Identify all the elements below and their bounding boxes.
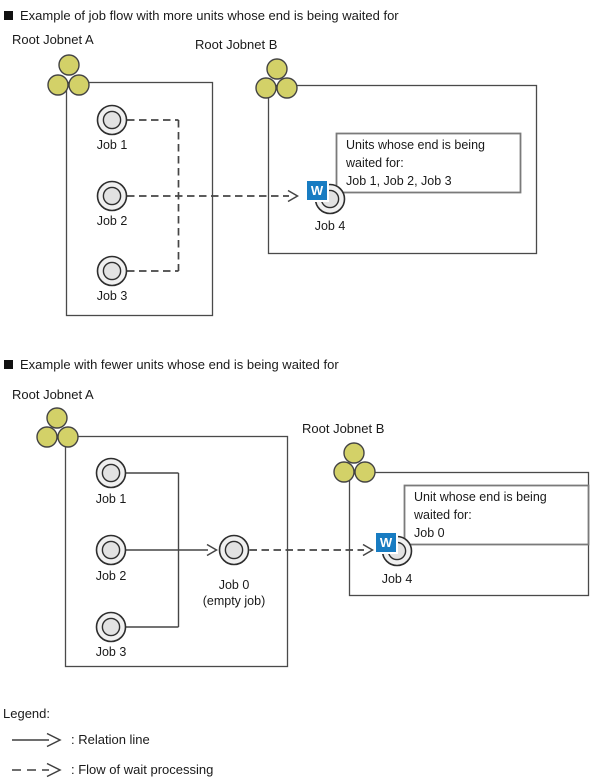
- job-label: Job 3: [95, 645, 127, 659]
- legend-title: Legend:: [3, 706, 50, 721]
- section-title-text: Example of job flow with more units whos…: [20, 8, 399, 23]
- wait-badge: W: [376, 533, 396, 552]
- job-sublabel: (empty job): [202, 594, 266, 608]
- job-icon-job0-2: [218, 534, 250, 566]
- job-icon-job2-2: [95, 534, 127, 566]
- jobnet-a-label-2: Root Jobnet A: [12, 387, 94, 402]
- job-label: Job 0: [218, 578, 250, 592]
- jobnet-icon-b1: [255, 58, 298, 99]
- arrowhead-icon: [46, 732, 62, 748]
- job-icon-job1-1: [96, 104, 128, 136]
- job-label: Job 1: [95, 492, 127, 506]
- note-line: Job 0: [414, 526, 445, 540]
- note-box-1: [335, 132, 522, 194]
- jobnet-a-box-1: [65, 81, 214, 317]
- note-line: Job 1, Job 2, Job 3: [346, 174, 452, 188]
- job-label: Job 2: [96, 214, 128, 228]
- arrowhead-icon: [206, 543, 218, 557]
- arrowhead-icon: [46, 762, 62, 778]
- legend-item-label: : Relation line: [71, 732, 150, 747]
- legend-item-label: : Flow of wait processing: [71, 762, 214, 777]
- jobnet-b-label-2: Root Jobnet B: [302, 421, 385, 436]
- wait-flow-line: [127, 119, 289, 272]
- jobnet-icon-b2: [333, 442, 376, 483]
- note-text-1: Units whose end is being waited for: Job…: [346, 136, 504, 190]
- note-line: Units whose end is being waited for:: [346, 138, 485, 170]
- section-bullet-icon: [4, 11, 13, 20]
- job-label: Job 4: [381, 572, 413, 586]
- job-icon-job2-1: [96, 180, 128, 212]
- arrowhead-icon: [362, 543, 374, 557]
- section-title-text: Example with fewer units whose end is be…: [20, 357, 339, 372]
- jobnet-icon-a2: [36, 407, 79, 448]
- job-label: Job 1: [96, 138, 128, 152]
- jobnet-a-label-1: Root Jobnet A: [12, 32, 94, 47]
- section-2-title: Example with fewer units whose end is be…: [4, 357, 339, 372]
- wait-badge: W: [307, 181, 327, 200]
- relation-line: [126, 472, 208, 628]
- jobnet-icon-a1: [47, 54, 90, 96]
- note-box-2: [403, 484, 590, 546]
- job-icon-job3-2: [95, 611, 127, 643]
- jobnet-b-label-1: Root Jobnet B: [195, 37, 278, 52]
- job-icon-job3-1: [96, 255, 128, 287]
- note-line: Unit whose end is being waited for:: [414, 490, 547, 522]
- section-bullet-icon: [4, 360, 13, 369]
- section-1-title: Example of job flow with more units whos…: [4, 8, 399, 23]
- arrowhead-icon: [287, 189, 299, 203]
- job-label: Job 3: [96, 289, 128, 303]
- note-text-2: Unit whose end is being waited for: Job …: [414, 488, 572, 542]
- job-icon-job1-2: [95, 457, 127, 489]
- job-label: Job 4: [314, 219, 346, 233]
- job-label: Job 2: [95, 569, 127, 583]
